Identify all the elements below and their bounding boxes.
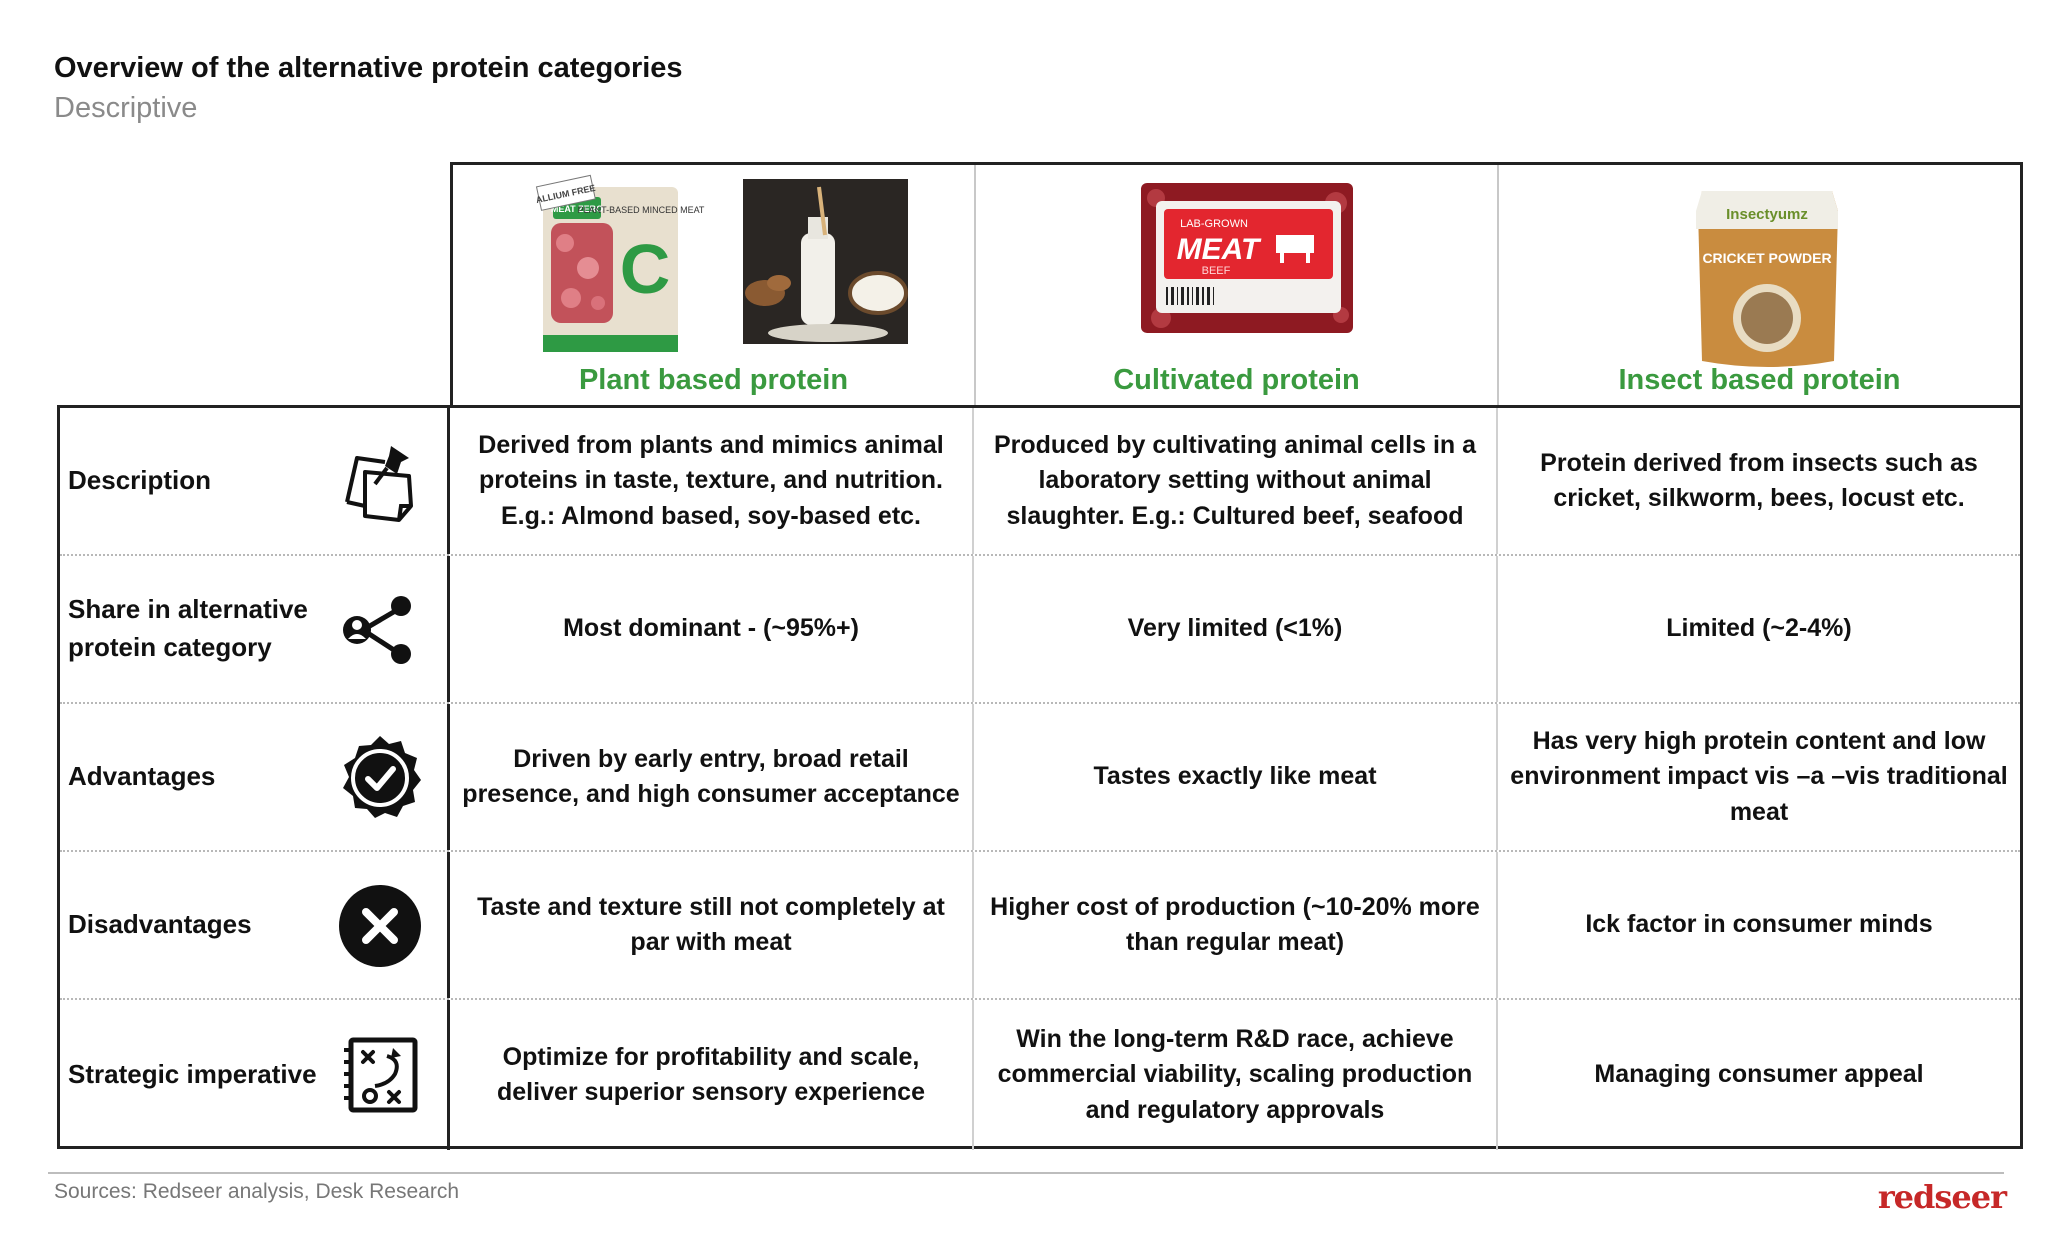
lab-grown-meat-pack-image: LAB-GROWN MEAT BEEF — [1141, 183, 1353, 333]
table-cell: Higher cost of production (~10-20% more … — [974, 852, 1498, 998]
column-header-row: MEAT ZERO PLANT-BASED MINCED MEAT C ALLI… — [450, 162, 2023, 405]
table-cell: Has very high protein content and low en… — [1510, 726, 2008, 826]
row-label: Advantages — [68, 761, 216, 792]
table-row-share: Share in alternative protein category Mo… — [60, 556, 2020, 704]
table-cell: Win the long-term R&D race, achieve comm… — [974, 1000, 1498, 1150]
table-cell: Tastes exactly like meat — [974, 704, 1498, 850]
table-row-strategic: Strategic imperative Optimize fo — [60, 1000, 2020, 1150]
plant-minced-meat-pack-image: MEAT ZERO PLANT-BASED MINCED MEAT C ALLI… — [535, 174, 705, 352]
row-label: Strategic imperative — [68, 1059, 317, 1090]
table-cell: Optimize for profitability and scale, de… — [450, 1000, 974, 1150]
sticky-note-pin-icon — [335, 436, 425, 526]
strategy-board-icon — [335, 1030, 425, 1120]
row-header: Disadvantages — [60, 852, 450, 998]
row-header: Advantages — [60, 704, 450, 850]
row-label: Description — [68, 465, 212, 496]
page-subtitle: Descriptive — [54, 92, 198, 124]
table-row-description: Description Derived from plants and mimi… — [60, 408, 2020, 556]
footer-divider — [48, 1172, 2004, 1174]
table-row-disadvantages: Disadvantages Taste and texture still no… — [60, 852, 2020, 1000]
comparison-table: Description Derived from plants and mimi… — [57, 405, 2023, 1150]
table-row-advantages: Advantages Driven by early entry, broad … — [60, 704, 2020, 852]
cricket-powder-pack-image: Insectyumz CRICKET POWDER — [1696, 191, 1838, 367]
column-header-insect: Insectyumz CRICKET POWDER Insect based p… — [1499, 165, 2020, 405]
table-cell: Produced by cultivating animal cells in … — [974, 408, 1498, 554]
table-cell: Protein derived from insects such as cri… — [1540, 448, 1978, 513]
pack-brand: MEAT ZERO — [551, 204, 603, 214]
table-cell: Very limited (<1%) — [974, 556, 1498, 702]
table-cell: Derived from plants and mimics animal pr… — [450, 408, 974, 554]
column-label-plant: Plant based protein — [578, 364, 849, 396]
pack-small-label: LAB-GROWN — [1180, 218, 1248, 230]
table-cell: Limited (~2-4%) — [1666, 614, 1852, 643]
row-header: Description — [60, 408, 450, 554]
pack-text: PLANT-BASED MINCED MEAT — [578, 205, 705, 215]
row-header: Strategic imperative — [60, 1000, 450, 1150]
pack-brand: Insectyumz — [1726, 206, 1808, 223]
row-label: Disadvantages — [68, 909, 252, 940]
column-header-cultivated: LAB-GROWN MEAT BEEF Cultivated protein — [976, 165, 1499, 405]
column-label-cultivated: Cultivated protein — [1113, 364, 1360, 396]
pack-big-label: MEAT — [1177, 233, 1262, 266]
row-label: Share in alternative protein category — [68, 594, 308, 662]
cross-circle-icon — [335, 880, 425, 970]
column-header-plant: MEAT ZERO PLANT-BASED MINCED MEAT C ALLI… — [453, 165, 976, 405]
pack-mark: C — [620, 230, 671, 308]
table-cell: Ick factor in consumer minds — [1585, 910, 1933, 939]
table-cell: Driven by early entry, broad retail pres… — [450, 704, 974, 850]
table-cell: Taste and texture still not completely a… — [450, 852, 974, 998]
column-label-insect: Insect based protein — [1618, 364, 1901, 396]
page-title: Overview of the alternative protein cate… — [54, 52, 683, 84]
redseer-logo: redseer — [1877, 1178, 2007, 1216]
plant-protein-images: MEAT ZERO PLANT-BASED MINCED MEAT C ALLI… — [535, 174, 908, 352]
pack-text: CRICKET POWDER — [1702, 250, 1831, 266]
almond-milk-photo-image — [743, 179, 908, 344]
table-cell: Most dominant - (~95%+) — [450, 556, 974, 702]
check-badge-icon — [335, 732, 425, 822]
share-network-icon — [335, 584, 425, 674]
sources-note: Sources: Redseer analysis, Desk Research — [54, 1180, 460, 1203]
row-header: Share in alternative protein category — [60, 556, 450, 702]
table-cell: Managing consumer appeal — [1594, 1060, 1924, 1089]
pack-sub-label: BEEF — [1202, 265, 1231, 277]
